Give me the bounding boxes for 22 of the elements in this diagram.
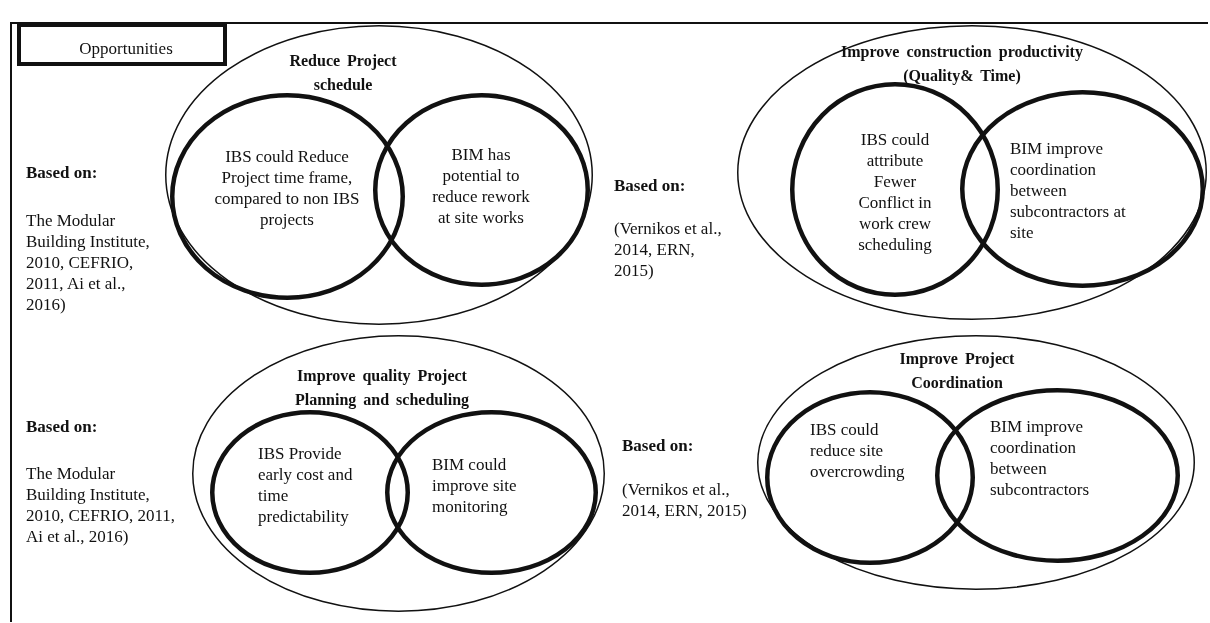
source-heading: Based on: (26, 416, 99, 437)
circle-text: IBS could attribute Fewer Conflict in work crew scheduling (857, 129, 933, 255)
source-heading: Based on: (614, 175, 687, 196)
source-heading: Based on: (26, 162, 99, 183)
ellipse-heading: Improve construction productivity (Quality& Time) (840, 42, 1084, 87)
circle-text: BIM improve coordination between subcontractors (990, 416, 1091, 500)
source-heading: Based on: (622, 435, 695, 456)
circle-text: IBS could Reduce Project time frame, compared to non IBS projects (213, 146, 361, 230)
citation-text: (Vernikos et al., 2014, ERN, 2015) (622, 479, 747, 521)
circle-text: BIM has potential to reduce rework at site works (431, 143, 531, 228)
citation-text: (Vernikos et al., 2014, ERN, 2015) (614, 218, 723, 281)
citation-text: The Modular Building Institute, 2010, CEFRIO, 2011, Ai et al., 2016) (26, 210, 151, 315)
circle-text: BIM improve coordination between subcontractors at site (1010, 137, 1127, 243)
heading-text: Opportunities (79, 38, 173, 59)
circle-text: BIM could improve site monitoring (432, 453, 518, 517)
ellipse-heading: Improve Project Coordination (898, 349, 1016, 393)
heading-box (17, 23, 227, 66)
circle-text: IBS Provide early cost and time predictability (258, 443, 354, 527)
circle-text: IBS could reduce site overcrowding (810, 418, 906, 482)
citation-text: The Modular Building Institute, 2010, CEFRIO, 2011, Ai et al., 2016) (26, 463, 176, 547)
ellipse-heading: Reduce Project schedule (288, 51, 398, 95)
ellipse-heading: Improve quality Project Planning and scheduling (293, 366, 471, 411)
